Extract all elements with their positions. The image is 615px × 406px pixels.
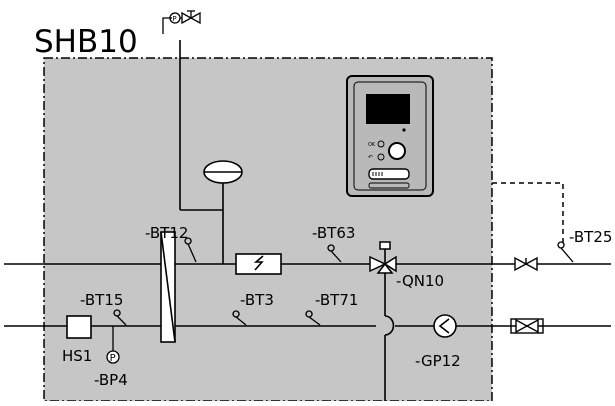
pressure-valve-symbol: P [162,10,201,34]
ok-label: OK [368,142,376,148]
pump-gp12 [433,314,457,338]
expansion-vessel [203,160,243,184]
unit-title: SHB10 [34,24,138,60]
label-bp4: -BP4 [94,371,128,389]
strainer-valve [510,318,544,334]
heat-source-hs1 [66,315,92,339]
back-button [377,153,385,161]
pressure-sensor-bp4: P [106,326,120,364]
label-bt71: -BT71 [315,291,358,309]
back-label: ↶ [368,154,373,161]
label-bt63: -BT63 [312,224,355,242]
control-knob [388,142,406,160]
label-hs1: HS1 [62,347,92,365]
control-panel: OK ↶ [346,75,434,197]
svg-text:P: P [172,15,176,23]
bt25-signal-line [492,182,564,243]
temp-sensor-probes [113,237,574,326]
usb-slot [368,168,410,180]
mixing-valve-qn10 [369,241,397,274]
label-bt3: -BT3 [240,291,274,309]
ok-button [377,140,385,148]
immersion-heater [235,253,282,275]
label-bt25: -BT25 [569,228,612,246]
label-gp12: -GP12 [415,352,461,370]
label-bt15: -BT15 [80,291,123,309]
label-bt12: -BT12 [145,224,188,242]
heat-exchanger [160,231,176,343]
display-screen [366,94,410,124]
shutoff-valve [514,256,538,272]
svg-text:P: P [110,353,116,364]
label-qn10: -QN10 [396,272,444,290]
